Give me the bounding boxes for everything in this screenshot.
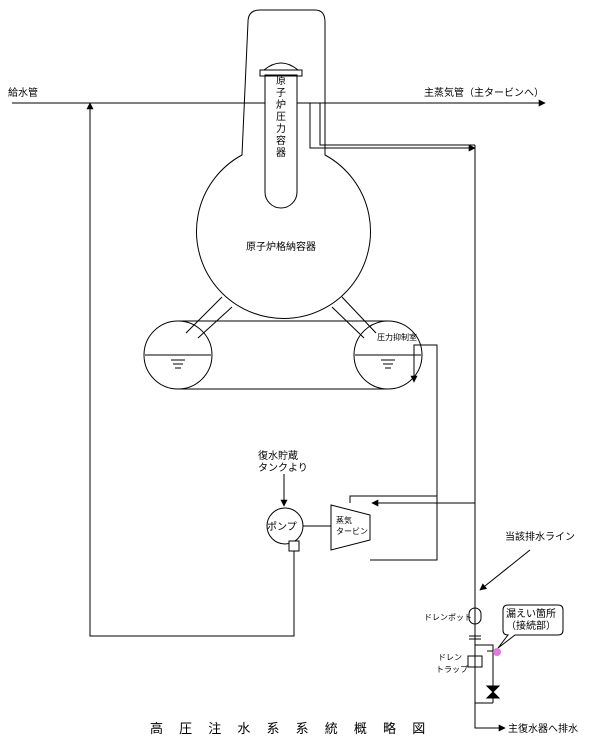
leak-callout	[497, 604, 564, 649]
pump-discharge-line	[86, 102, 295, 637]
drain-valve	[485, 685, 501, 699]
steam-supply-down	[319, 103, 475, 146]
leak-label-1: 漏えい箇所	[506, 607, 556, 620]
drain-to-condenser	[474, 703, 506, 732]
leak-label-2: （接続部）	[506, 619, 556, 632]
feedwater-pipe-label: 給水管	[8, 86, 38, 99]
rpv-head	[263, 62, 299, 71]
vent-pipes	[185, 296, 377, 339]
suppression-chamber-label: 圧力抑制室	[377, 332, 417, 342]
suppression-chamber	[143, 320, 423, 390]
steam-supply-line	[309, 103, 476, 152]
diagram-title: 高 圧 注 水 系 系 統 概 略 図	[150, 721, 431, 737]
drain-components	[467, 607, 499, 703]
turbine-label-1: 蒸気	[336, 515, 352, 525]
steam-turbine	[330, 504, 371, 551]
rpv-flange	[259, 69, 303, 77]
turbine-exhaust-line	[370, 344, 438, 561]
reactor-pressure-vessel	[264, 74, 298, 209]
pump	[266, 507, 331, 552]
turbine-label-2: タービン	[336, 527, 368, 536]
containment-label: 原子炉格納容器	[246, 240, 316, 253]
rpv-label: 原子炉圧力容器	[276, 75, 286, 159]
drain-line-arrow	[479, 549, 531, 591]
drain-line-label: 当該排水ライン	[505, 530, 575, 543]
containment-vessel	[196, 9, 371, 319]
main-steam-pipe-label: 主蒸気管（主タービンへ）	[424, 86, 544, 99]
cst-label-2: タンクより	[258, 462, 308, 474]
drain-trap-label-2: トラップ	[436, 665, 468, 674]
leak-marker	[493, 648, 501, 656]
cst-label-1: 復水貯蔵	[258, 449, 298, 462]
pump-label: ポンプ	[267, 521, 297, 533]
drain-trap-label-1: ドレン	[438, 653, 462, 662]
to-condenser-label: 主復水器へ排水	[508, 722, 578, 735]
drain-pot-label: ドレンポット	[424, 613, 472, 622]
turbine-steam-top	[349, 495, 437, 503]
